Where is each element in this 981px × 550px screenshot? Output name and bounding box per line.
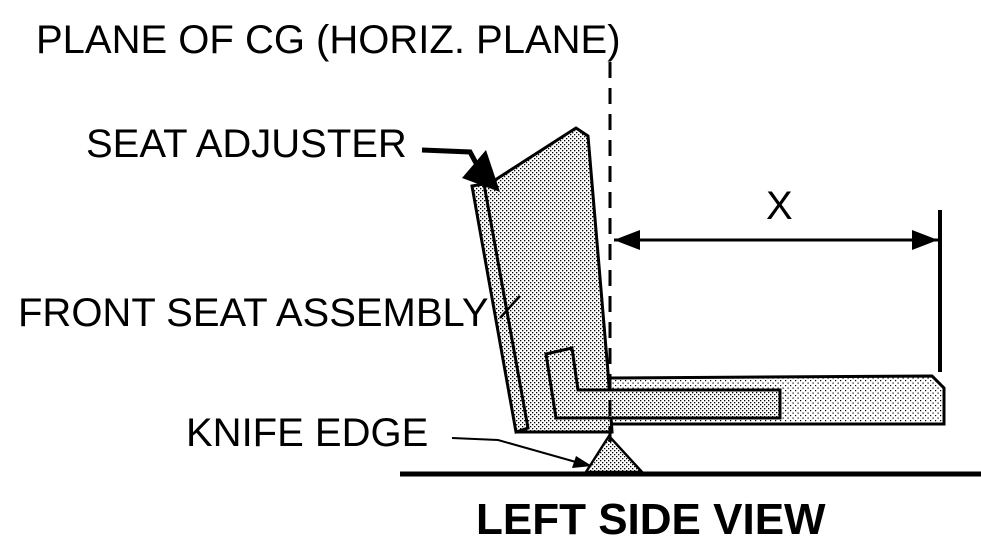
knife-edge-leader <box>451 437 591 467</box>
seat-adjuster-arrow-icon <box>462 150 500 192</box>
plane-of-cg-label: PLANE OF CG (HORIZ. PLANE) <box>36 18 621 62</box>
knife-edge-triangle <box>583 433 645 474</box>
x-dimension-label: X <box>766 184 793 228</box>
front-seat-leader <box>499 295 521 319</box>
seat-frame-rail <box>470 182 530 434</box>
x-arrow-right-icon <box>912 230 938 250</box>
view-title: LEFT SIDE VIEW <box>476 495 826 544</box>
seat-frame-bracket <box>544 346 782 420</box>
x-arrow-left-icon <box>614 230 640 250</box>
knife-edge-label: KNIFE EDGE <box>186 411 429 455</box>
seat-adjuster-label: SEAT ADJUSTER <box>86 122 407 166</box>
knife-edge-arrow-icon <box>572 456 592 468</box>
front-seat-assembly-label: FRONT SEAT ASSEMBLY <box>18 291 489 335</box>
